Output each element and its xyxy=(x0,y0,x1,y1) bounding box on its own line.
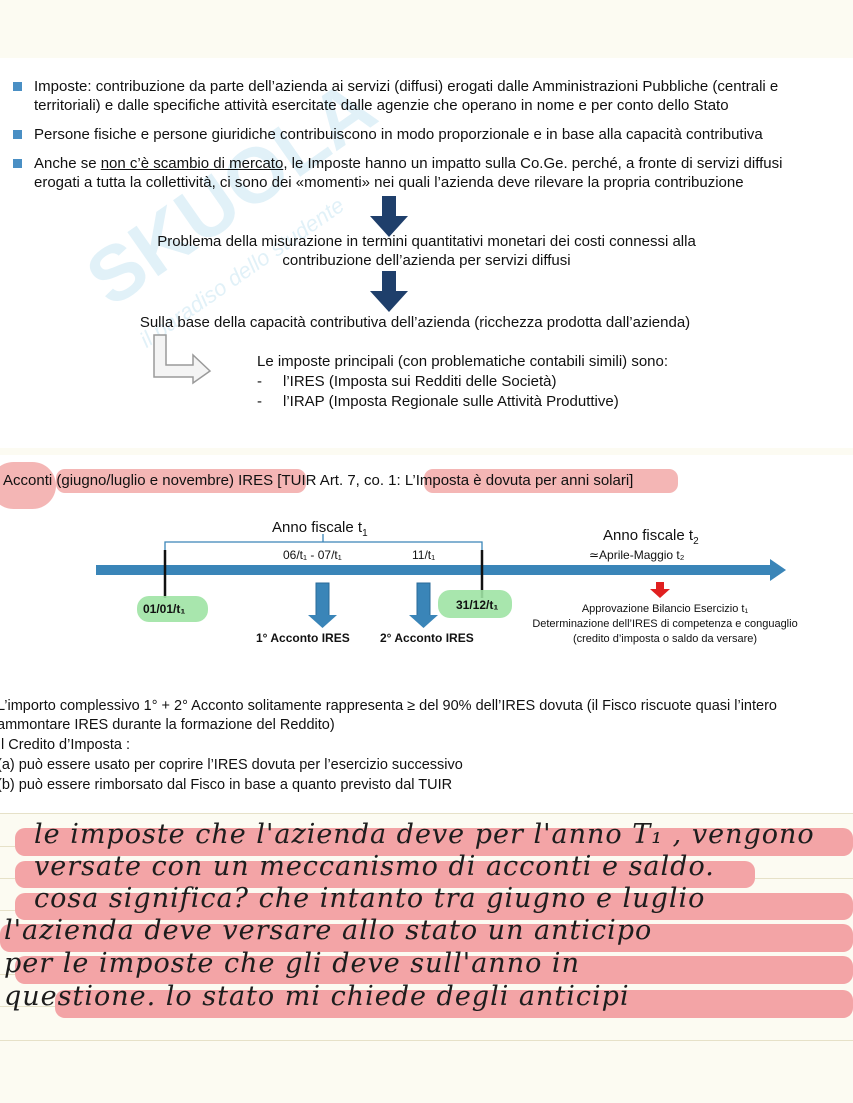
highlight-end-date xyxy=(438,590,512,618)
bullet-1-line-1: Imposte: contribuzione da parte dell’azi… xyxy=(34,78,779,95)
highlight-start-date xyxy=(137,596,208,622)
taxes-intro: Le imposte principali (con problematiche… xyxy=(257,353,669,370)
hand-highlight-4 xyxy=(0,924,853,952)
bullet-3-pre: Anche se xyxy=(34,155,101,172)
handwritten-line-1: le imposte che l'azienda deve per l'anno… xyxy=(34,819,815,850)
fiscal-year-t1-sub: 1 xyxy=(362,528,368,539)
handwritten-line-5: per le imposte che gli deve sull'anno in xyxy=(4,948,580,979)
acconti-heading-quote: L’Imposta è dovuta per anni solari] xyxy=(404,472,634,489)
fiscal-year-t2-sub: 2 xyxy=(693,536,699,547)
end-date: 31/12/t₁ xyxy=(456,598,499,612)
highlight-acconti xyxy=(0,462,56,509)
timeline-arrowhead xyxy=(770,559,786,581)
fiscal-year-t1: Anno fiscale t1 xyxy=(272,519,368,539)
note-1: L’importo complessivo 1° + 2° Acconto so… xyxy=(0,698,777,714)
slide-imposte xyxy=(0,58,853,448)
basis-text: Sulla base della capacità contributiva d… xyxy=(139,314,691,331)
tax-dash-2: - xyxy=(257,393,262,410)
handwritten-line-6: questione. lo stato mi chiede degli anti… xyxy=(4,981,630,1012)
hand-highlight-1 xyxy=(15,828,853,856)
tax-ires: l’IRES (Imposta sui Redditi delle Societ… xyxy=(283,373,557,390)
acconti-heading: Acconti (giugno/luglio e novembre) IRES … xyxy=(3,471,633,490)
arrow-acconto-2 xyxy=(409,582,438,628)
arrow-down-icon xyxy=(370,196,408,237)
handwritten-line-3: cosa significa? che intanto tra giugno e… xyxy=(34,883,706,914)
acconti-heading-body: (giugno/luglio e novembre) IRES [TUIR Ar… xyxy=(56,472,405,489)
approval-line-2: Determinazione dell’IRES di competenza e… xyxy=(532,618,798,630)
bent-arrow-icon xyxy=(153,334,212,385)
red-down-arrow-icon xyxy=(650,582,670,598)
period-november: 11/t₁ xyxy=(412,548,436,562)
handwritten-line-4: l'azienda deve versare allo stato un ant… xyxy=(4,915,653,946)
bullet-square-icon xyxy=(13,130,22,139)
bullet-square-icon xyxy=(13,82,22,91)
period-june-july: 06/t₁ - 07/t₁ xyxy=(283,548,342,562)
approx-april-may: ≃Aprile-Maggio t₂ xyxy=(589,548,685,562)
highlight-heading xyxy=(56,469,306,493)
hand-highlight-3 xyxy=(15,893,853,920)
tax-irap: l’IRAP (Imposta Regionale sulle Attività… xyxy=(283,393,619,410)
bullet-3-underlined: non c’è scambio di mercato xyxy=(100,155,284,172)
bullet-1-line-2: territoriali) e dalle specifiche attivit… xyxy=(34,97,729,114)
acconto-1-label: 1° Acconto IRES xyxy=(256,631,350,645)
bullet-3-line-1: Anche se non c’è scambio di mercato, le … xyxy=(34,154,782,173)
bullet-3-post: , le Imposte hanno un impatto sulla Co.G… xyxy=(283,155,783,172)
fiscal-year-t2: Anno fiscale t2 xyxy=(603,527,699,547)
approval-line-3: (credito d’imposta o saldo da versare) xyxy=(572,633,758,645)
problem-line-1: Problema della misurazione in termini qu… xyxy=(157,233,696,250)
hand-highlight-2 xyxy=(15,861,755,888)
note-3: Il Credito d’Imposta : xyxy=(0,737,130,753)
hand-highlight-5 xyxy=(15,956,853,984)
approval-line-1: Approvazione Bilancio Esercizio t₁ xyxy=(581,603,749,615)
bullet-square-icon xyxy=(13,159,22,168)
bullet-3-line-2: erogati a tutta la collettività, ci sono… xyxy=(34,174,744,191)
arrow-acconto-1 xyxy=(308,582,337,628)
note-4: (a) può essere usato per coprire l’IRES … xyxy=(0,757,463,773)
note-2: ammontare IRES durante la formazione del… xyxy=(0,717,335,733)
arrow-down-icon xyxy=(370,271,408,312)
slide-acconti xyxy=(0,455,853,813)
hand-highlight-6 xyxy=(55,990,853,1018)
start-date: 01/01/t₁ xyxy=(143,602,186,616)
acconto-2-label: 2° Acconto IRES xyxy=(380,631,474,645)
bullet-2-line-1: Persone fisiche e persone giuridiche con… xyxy=(34,126,763,143)
tax-dash-1: - xyxy=(257,373,262,390)
problem-line-2: contribuzione dell’azienda per servizi d… xyxy=(282,252,571,269)
note-5: (b) può essere rimborsato dal Fisco in b… xyxy=(0,777,453,793)
handwritten-line-2: versate con un meccanismo di acconti e s… xyxy=(34,851,715,882)
timeline-bar xyxy=(96,565,772,575)
acconti-word: Acconti xyxy=(3,472,57,489)
highlight-heading-tail xyxy=(424,469,678,493)
